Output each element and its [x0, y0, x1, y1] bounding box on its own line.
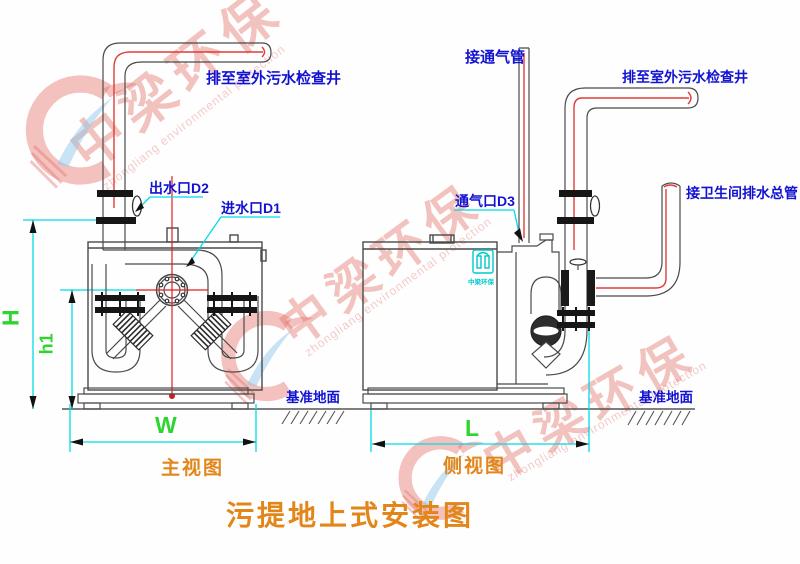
label-outlet-d2: 出水口D2 — [149, 180, 209, 196]
discharge-pipe-front — [102, 42, 272, 250]
side-view — [362, 47, 699, 452]
extension-lines-side — [370, 318, 590, 452]
side-view-caption: 侧视图 — [443, 456, 507, 477]
bolted-flange-pair — [557, 307, 595, 331]
label-vent-port-d3: 通气口D3 — [455, 193, 515, 209]
vent-pipe — [518, 47, 530, 243]
discharge-pipe-side — [564, 87, 699, 330]
dimension-label-H: H — [0, 309, 24, 326]
outlet-flanges-d2-side — [557, 190, 601, 224]
label-discharge-to-well-front: 排至室外污水检查井 — [206, 70, 342, 87]
front-view-caption: 主视图 — [161, 458, 225, 479]
coupling-left — [112, 309, 154, 351]
label-connect-vent-pipe: 接通气管 — [465, 49, 526, 66]
dimension-label-h1: h1 — [36, 333, 57, 355]
u-tube-flange-bolts — [101, 292, 251, 316]
leader-arrowheads — [135, 202, 523, 267]
pipe-red-line-side — [573, 91, 692, 250]
base-skid-side — [362, 387, 568, 410]
front-view — [23, 42, 272, 452]
inlet-connection-flanges — [561, 258, 595, 306]
drawing-title: 污提地上式安装图 — [226, 500, 475, 531]
toilet-drain-pipe — [596, 182, 681, 297]
tank-logo-text: 中梁环保 — [468, 279, 494, 286]
tank-side — [362, 234, 498, 391]
outlet-flanges-d2-front — [96, 190, 143, 224]
pump-valve-assembly — [497, 233, 588, 385]
label-connect-toilet-drain: 接卫生间排水总管 — [686, 185, 798, 201]
watermark-logo-top-left — [31, 82, 138, 187]
label-datum-ground-front: 基准地面 — [286, 390, 340, 405]
pipe-red-line-front — [113, 46, 266, 208]
tank-logo-emblem — [472, 249, 494, 274]
base-skid-front — [77, 387, 255, 410]
ground-hatching — [281, 410, 691, 426]
toilet-drain-red-line — [596, 184, 678, 289]
label-datum-ground-side: 基准地面 — [639, 390, 693, 405]
dimension-arrows — [29, 220, 589, 448]
dimension-label-L: L — [465, 415, 480, 441]
centerlines-front — [136, 176, 208, 393]
label-discharge-to-well-side: 排至室外污水检查井 — [622, 69, 748, 85]
label-inlet-d1: 进水口D1 — [221, 200, 281, 216]
dimension-label-W: W — [155, 412, 177, 438]
coupling-right — [190, 309, 232, 351]
dimension-lines — [32, 220, 589, 445]
